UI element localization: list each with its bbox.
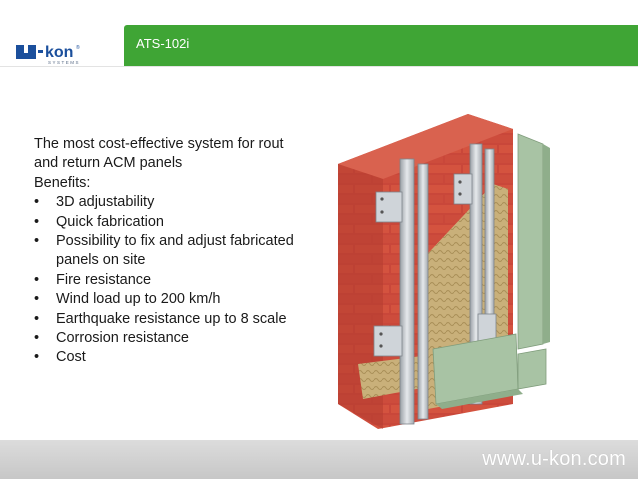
- slide-title: ATS-102i: [136, 36, 190, 51]
- bullet-icon: •: [34, 291, 40, 308]
- benefit-item: •3D adjustability: [34, 193, 324, 212]
- benefit-item: •Earthquake resistance up to 8 scale: [34, 310, 324, 329]
- bullet-icon: •: [34, 349, 40, 366]
- footer-bar: www.u-kon.com: [0, 440, 638, 479]
- benefit-item: •Wind load up to 200 km/h: [34, 290, 324, 309]
- facade-system-illustration: [338, 114, 550, 429]
- intro-line-2: and return ACM panels: [34, 155, 183, 172]
- bullet-icon: •: [34, 194, 40, 211]
- bullet-icon: •: [34, 330, 40, 347]
- website-link[interactable]: www.u-kon.com: [482, 448, 626, 470]
- benefit-item: •Possibility to fix and adjust fabricate…: [34, 233, 294, 269]
- u-kon-logo: kon ® SYSTEMS: [16, 44, 80, 65]
- bullet-icon: •: [34, 213, 40, 230]
- benefit-item: •Quick fabrication: [34, 213, 324, 232]
- benefit-item: •Cost: [34, 348, 324, 367]
- intro-line-1: The most cost-effective system for rout: [34, 136, 284, 152]
- svg-text:kon: kon: [45, 44, 73, 61]
- svg-text:®: ®: [76, 44, 80, 51]
- benefits-list: •3D adjustability •Quick fabrication •Po…: [34, 193, 324, 368]
- bullet-icon: •: [34, 310, 40, 327]
- benefit-item: •Corrosion resistance: [34, 329, 324, 348]
- bullet-icon: •: [34, 271, 40, 288]
- logo-subtext: SYSTEMS: [48, 60, 80, 65]
- header-divider: [0, 66, 638, 67]
- bullet-icon: •: [34, 233, 40, 250]
- benefits-heading: Benefits:: [34, 174, 91, 191]
- content-text: The most cost-effective system for rout …: [34, 135, 324, 368]
- title-bar: ATS-102i: [124, 25, 638, 66]
- benefit-item: •Fire resistance: [34, 271, 324, 290]
